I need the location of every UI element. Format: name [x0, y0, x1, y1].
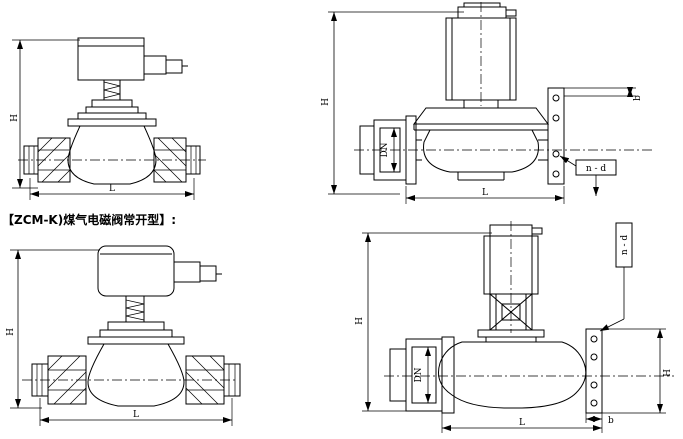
dim-height: H [321, 11, 464, 195]
inlet-flange [389, 336, 455, 414]
diagram-threaded-valve-top: H [8, 20, 213, 210]
threaded-valve-no-drawing: H [6, 245, 241, 426]
dim-label-right-height: H [663, 369, 673, 377]
dim-label-length: L [133, 410, 139, 420]
bonnet [87, 321, 185, 345]
dim-label-flange-thickness: b [608, 416, 614, 426]
bolt-callout: n - d [559, 155, 617, 196]
solenoid-actuator [483, 224, 543, 295]
dim-length: L [39, 398, 233, 426]
bolt-spec-label: n - d [620, 235, 630, 256]
dim-label-height: H [10, 114, 20, 122]
dim-right-height: H [602, 328, 673, 414]
dim-height: H [355, 232, 492, 412]
solenoid-coil [97, 245, 222, 297]
plunger-spring [125, 296, 145, 322]
flanged-valve-drawing: H [321, 2, 652, 204]
valve-body [67, 125, 157, 185]
outlet-hex [185, 355, 241, 405]
valve-body [438, 341, 587, 409]
outlet-flange [585, 328, 603, 414]
dim-length: L [441, 413, 603, 433]
plunger-spring [103, 80, 121, 100]
dim-flange-thickness: b [564, 87, 643, 101]
diagram-flanged-valve-bottom: H [350, 221, 680, 439]
section-label: 【ZCM-K)煤气电磁阀常开型】: [2, 213, 177, 227]
dim-height: H [10, 39, 80, 189]
threaded-valve-drawing: H [10, 37, 206, 200]
dim-bore: DN [414, 347, 431, 403]
diagram-flanged-valve-top: H [318, 2, 668, 209]
diagram-threaded-valve-bottom: H [4, 236, 244, 436]
dim-label-height: H [321, 98, 331, 106]
dim-label-flange-thickness: b [633, 95, 643, 101]
bolt-callout: n - d [599, 222, 633, 332]
dim-length: L [29, 178, 195, 200]
bonnet [67, 99, 157, 127]
dim-length: L [405, 186, 565, 204]
dim-label-length: L [519, 418, 525, 428]
dim-label-length: L [109, 184, 115, 194]
diaphragm-housing [413, 99, 549, 131]
dim-label-height: H [6, 328, 16, 336]
valve-body [87, 343, 185, 407]
valve-body [416, 129, 548, 181]
dim-label-height: H [355, 317, 365, 325]
dim-flange-thickness: b [585, 413, 614, 426]
dim-label-bore: DN [414, 367, 424, 382]
dim-height: H [6, 249, 100, 409]
bolt-spec-label: n - d [586, 164, 607, 174]
spring-cage [489, 293, 533, 331]
outlet-flange [547, 87, 565, 185]
solenoid-coil [77, 37, 188, 81]
flanged-valve-no-drawing: H [355, 221, 674, 433]
dim-label-length: L [482, 188, 488, 198]
